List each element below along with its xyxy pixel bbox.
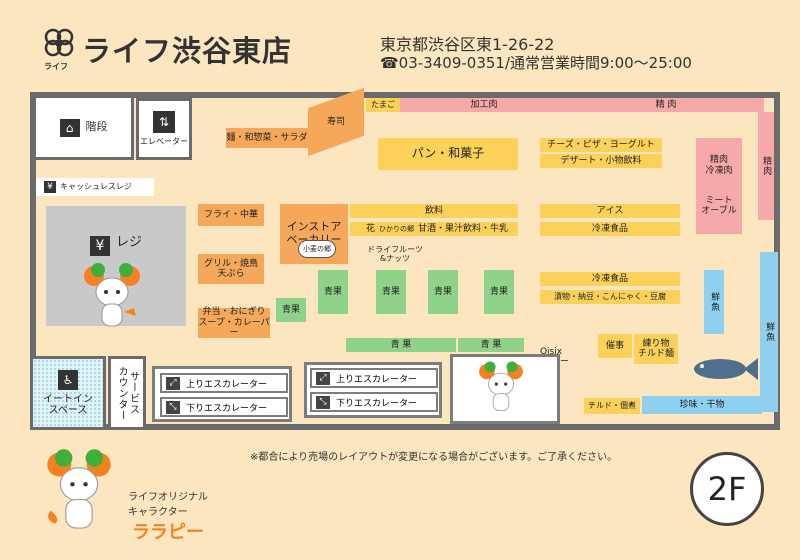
zone-meat-top: 精 肉 bbox=[568, 98, 764, 112]
zone-delicacy-dried: 珍味・干物 bbox=[642, 396, 762, 414]
clover-logo-icon bbox=[44, 28, 74, 57]
escalator-down-label: 下りエスカレーター bbox=[336, 398, 418, 409]
zone-amazake-juice-milk: 花 ひかりの郷 甘酒・果汁飲料・牛乳 bbox=[350, 222, 518, 236]
header: ライフ ライフ渋谷東店 東京都渋谷区東1-26-22 ☎03-3409-0351… bbox=[0, 0, 800, 90]
zone-fry-chinese: フライ・中華 bbox=[198, 204, 264, 226]
logo-caption: ライフ bbox=[44, 62, 68, 71]
zone-fresh-fish-b: 鮮魚 bbox=[760, 252, 778, 412]
person-sitting-icon: ♿ bbox=[58, 369, 78, 390]
yen-icon: ¥ bbox=[44, 181, 56, 193]
zone-cheese-pizza-yogurt: チーズ・ピザ・ヨーグルト bbox=[540, 138, 662, 152]
flower-label: 花 bbox=[366, 223, 376, 234]
floor-indicator: 2F bbox=[690, 452, 764, 526]
eatin-label: イートイン スペース bbox=[43, 393, 93, 417]
zone-frozen-food-2: 冷凍食品 bbox=[540, 272, 680, 286]
stairs-icon: ⌂ bbox=[59, 118, 80, 137]
store-address: 東京都渋谷区東1-26-22 bbox=[380, 35, 555, 54]
flower-brand: ひかりの郷 bbox=[379, 224, 415, 233]
floor-label: 2F bbox=[707, 469, 747, 508]
escalator-up-label: 上りエスカレーター bbox=[336, 374, 418, 385]
cashless-register: ¥ キャッシュレスレジ bbox=[36, 178, 154, 196]
amazake-label: 甘酒・果汁飲料・牛乳 bbox=[418, 223, 509, 234]
cashless-label: キャッシュレスレジ bbox=[60, 182, 132, 192]
zone-bread-wagashi: パン・和菓子 bbox=[378, 138, 518, 170]
zone-dessert-drinks: デザート・小物飲料 bbox=[540, 154, 662, 168]
escalator-down-right[interactable]: ⤡ 下りエスカレーター bbox=[310, 392, 438, 412]
escalator-down-left[interactable]: ⤡ 下りエスカレーター bbox=[160, 397, 288, 417]
escalator-icon: ⤢ bbox=[316, 371, 330, 385]
zone-grill: グリル・焼鳥 天ぷら bbox=[198, 254, 264, 284]
frozen-meat-label: 精肉 冷凍肉 bbox=[705, 155, 733, 176]
mascot-lalapy-icon bbox=[84, 263, 140, 327]
zone-chilled-tsukudani: チルド・佃煮 bbox=[584, 398, 640, 414]
zone-fishcake-noodles: 練り物 チルド麺 bbox=[634, 334, 678, 364]
zone-tamago: たまご bbox=[366, 98, 400, 112]
stairs-label: 階段 bbox=[85, 120, 108, 134]
escalator-up-right[interactable]: ⤢ 上りエスカレーター bbox=[310, 368, 438, 388]
mascot-lalapy-icon bbox=[47, 449, 111, 529]
mascot-caption: ライフオリジナル キャラクター bbox=[128, 492, 208, 518]
elevator-area[interactable]: ⇅ エレベーター bbox=[136, 98, 192, 160]
zone-produce-1: 青果 bbox=[276, 298, 306, 322]
elevator-icon: ⇅ bbox=[153, 111, 175, 134]
escalator-icon: ⤡ bbox=[316, 395, 330, 409]
zone-bento: 弁当・おにぎり スープ・カレーパー bbox=[198, 307, 270, 339]
zone-ice: アイス bbox=[540, 204, 680, 218]
service-counter: サービス カウンター bbox=[108, 356, 146, 430]
stairs-area: ⌂ 階段 bbox=[36, 98, 134, 160]
escalator-up-label: 上りエスカレーター bbox=[186, 379, 268, 390]
meat-oven-label: ミート オーブル bbox=[701, 196, 737, 217]
fish-a-label: 鮮魚 bbox=[709, 292, 720, 312]
zone-instore-bakery: インストア ベーカリー bbox=[280, 204, 348, 264]
mascot-lalapy-icon bbox=[479, 361, 523, 412]
zone-drinks: 飲料 bbox=[350, 204, 518, 218]
zone-frozen-meat: 精肉 冷凍肉 ミート オーブル bbox=[696, 138, 742, 234]
zone-produce-2: 青果 bbox=[318, 270, 348, 314]
store-name: ライフ渋谷東店 bbox=[82, 34, 293, 68]
oisix-area bbox=[450, 354, 560, 424]
yen-icon: ¥ bbox=[89, 236, 110, 256]
layout-notice: ※都合により売場のレイアウトが変更になる場合がございます。ご了承ください。 bbox=[250, 452, 618, 463]
fish-b-label: 鮮魚 bbox=[764, 322, 775, 342]
zone-produce-row: 青 果 bbox=[346, 338, 456, 352]
escalator-up-left[interactable]: ⤢ 上りエスカレーター bbox=[160, 373, 288, 393]
zone-meat-side: 精肉 bbox=[758, 112, 774, 220]
zone-noodles-salad: 麺・和惣菜・サラダ bbox=[226, 128, 308, 148]
zone-tsukemono-tofu: 漬物・納豆・こんにゃく・豆腐 bbox=[540, 290, 680, 304]
mascot-name: ララピー bbox=[132, 522, 204, 543]
zone-produce-4: 青果 bbox=[428, 270, 458, 314]
elevator-label: エレベーター bbox=[140, 137, 188, 147]
eatin-space: ♿ イートイン スペース bbox=[30, 356, 106, 430]
escalator-icon: ⤢ bbox=[166, 376, 180, 390]
zone-frozen-food: 冷凍食品 bbox=[540, 222, 680, 236]
escalator-icon: ⤡ bbox=[166, 400, 180, 414]
zone-produce-3: 青果 bbox=[376, 270, 406, 314]
register-label: レジ bbox=[115, 235, 142, 250]
meat-side-label: 精肉 bbox=[761, 156, 772, 176]
fish-icon bbox=[694, 358, 758, 380]
zone-produce-5: 青果 bbox=[484, 270, 514, 314]
bakery-brand-badge: 小麦の郷 bbox=[298, 240, 336, 258]
dried-fruit-nuts-label: ドライフルーツ &ナッツ bbox=[367, 244, 423, 263]
zone-processed-meat: 加工肉 bbox=[400, 98, 568, 112]
service-label: サービス カウンター bbox=[116, 365, 139, 421]
zone-event: 催事 bbox=[598, 334, 632, 358]
escalator-down-label: 下りエスカレーター bbox=[186, 403, 268, 414]
zone-fresh-fish-a: 鮮魚 bbox=[704, 270, 724, 334]
zone-produce-row-2: 青 果 bbox=[458, 338, 524, 352]
store-phone-hours: ☎03-3409-0351/通常営業時間9:00～25:00 bbox=[380, 54, 692, 72]
sushi-label: 寿司 bbox=[326, 116, 345, 127]
